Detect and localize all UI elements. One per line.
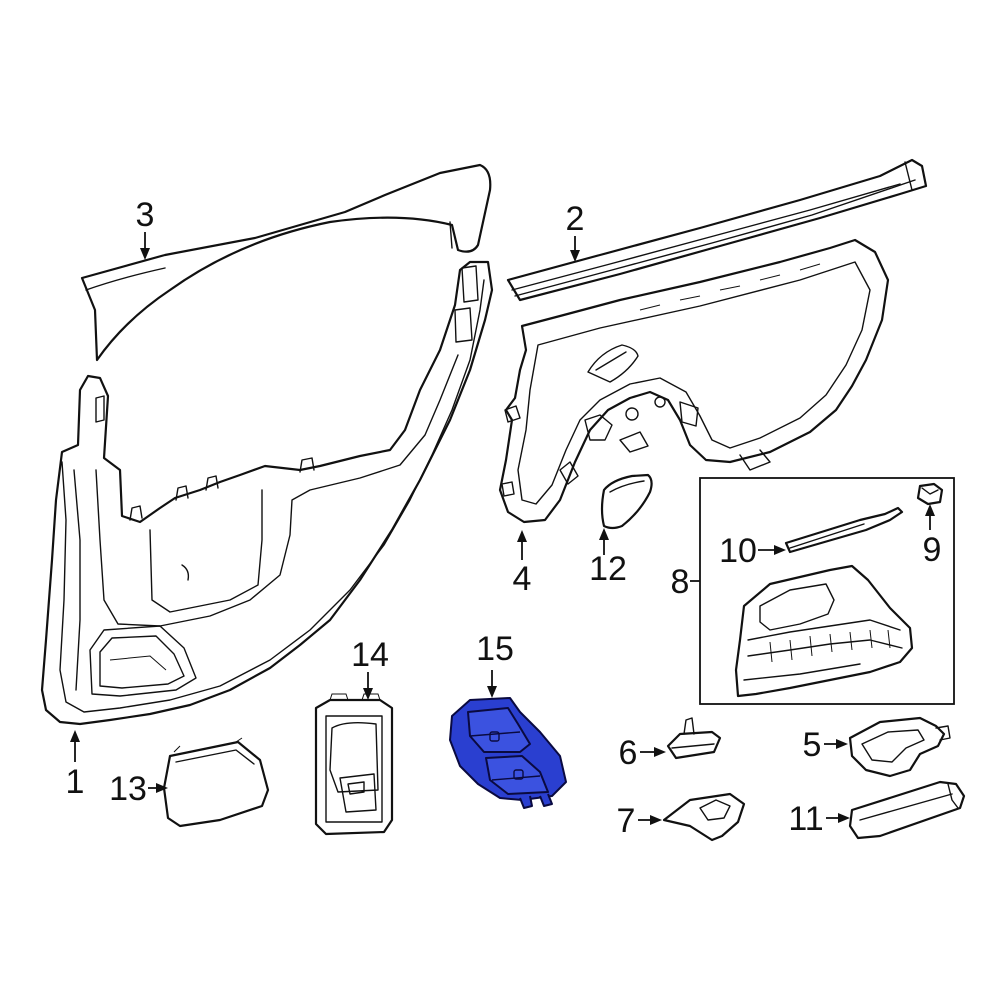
part-12-cover[interactable] — [600, 473, 653, 530]
part-7-bezel[interactable] — [662, 792, 746, 842]
callout-9: 9 — [923, 531, 942, 569]
callout-4: 4 — [513, 560, 532, 598]
callout-6: 6 — [619, 734, 638, 772]
callout-10: 10 — [719, 532, 757, 570]
callout-14: 14 — [351, 636, 389, 674]
part-4-door-carrier[interactable] — [498, 238, 890, 524]
callout-15: 15 — [476, 630, 514, 668]
part-15-window-switch[interactable] — [449, 697, 567, 809]
callout-labels: 1 2 3 4 5 6 7 8 9 10 11 12 13 14 15 — [66, 196, 942, 840]
callout-11: 11 — [788, 800, 823, 838]
part-8-handle-assembly[interactable] — [734, 564, 914, 698]
part-9-clip[interactable] — [916, 482, 944, 506]
callout-5: 5 — [803, 726, 822, 764]
part-11-armrest-pad[interactable] — [848, 780, 966, 840]
callout-12: 12 — [589, 550, 627, 588]
callout-13: 13 — [109, 770, 147, 808]
part-13-cover[interactable] — [162, 737, 270, 828]
part-6-bracket[interactable] — [666, 717, 722, 760]
callout-3: 3 — [136, 196, 155, 234]
part-3-upper-trim[interactable] — [80, 163, 492, 362]
inset-frame-8 — [699, 477, 955, 705]
part-2-belt-weatherstrip[interactable] — [506, 158, 928, 302]
part-5-inner-handle[interactable] — [848, 716, 951, 778]
callout-7: 7 — [617, 802, 636, 840]
part-14-switch-housing[interactable] — [314, 693, 394, 836]
callout-1: 1 — [66, 763, 85, 801]
part-10-rod[interactable] — [784, 506, 904, 554]
part-1-door-trim-panel[interactable] — [40, 260, 494, 726]
callout-2: 2 — [566, 200, 585, 238]
callout-8: 8 — [671, 563, 690, 601]
leader-lines — [70, 232, 935, 825]
